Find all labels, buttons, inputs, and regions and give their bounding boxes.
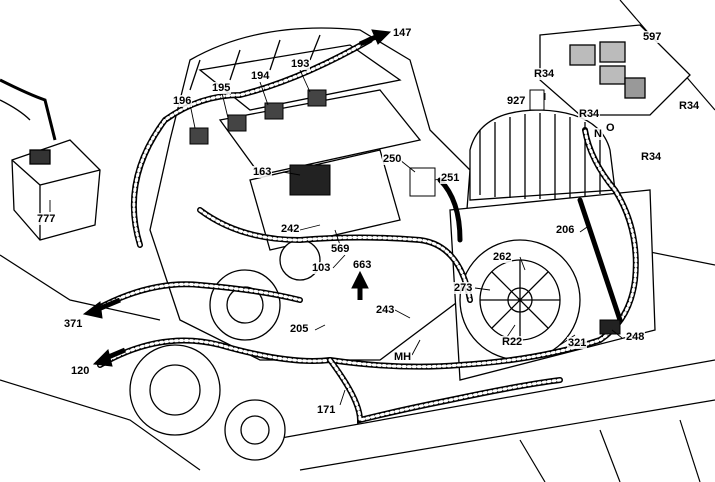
callout-206: 206 <box>555 224 576 236</box>
callout-147: 147 <box>392 27 413 39</box>
callout-193: 193 <box>290 58 311 70</box>
callout-r34-lower: R34 <box>640 151 663 163</box>
callout-120: 120 <box>70 365 91 377</box>
callout-242: 242 <box>280 223 301 235</box>
callout-o: O <box>605 122 616 134</box>
arrow-147 <box>358 29 392 47</box>
callout-273: 273 <box>453 282 474 294</box>
callout-569: 569 <box>330 243 351 255</box>
injector-connectors <box>189 89 621 335</box>
callout-927: 927 <box>506 95 527 107</box>
callout-194: 194 <box>250 70 271 82</box>
callout-195: 195 <box>211 82 232 94</box>
callout-243: 243 <box>375 304 396 316</box>
battery <box>0 78 101 241</box>
wiring-harness <box>92 37 639 424</box>
callout-r34-top: R34 <box>533 68 556 80</box>
callout-r34-right: R34 <box>678 100 701 112</box>
leader-lines <box>49 69 623 406</box>
relay-center <box>539 24 691 116</box>
air-cleaner <box>469 109 616 201</box>
callout-597: 597 <box>642 31 663 43</box>
callout-663: 663 <box>352 259 373 271</box>
callout-n: N <box>593 128 603 140</box>
callout-251: 251 <box>440 172 461 184</box>
arrow-120 <box>92 347 126 367</box>
callout-103: 103 <box>311 262 332 274</box>
callout-250: 250 <box>382 153 403 165</box>
callout-248: 248 <box>625 331 646 343</box>
callout-371: 371 <box>63 318 84 330</box>
callout-r34-middle: R34 <box>578 108 601 120</box>
callout-171: 171 <box>316 404 337 416</box>
arrow-371 <box>82 297 121 319</box>
callout-205: 205 <box>289 323 310 335</box>
arrow-663 <box>351 270 369 300</box>
callout-163: 163 <box>252 166 273 178</box>
callout-mh: MH <box>393 351 413 363</box>
callout-262: 262 <box>492 251 513 263</box>
callout-777: 777 <box>36 213 57 225</box>
callout-r22: R22 <box>501 336 524 348</box>
callout-321: 321 <box>567 337 588 349</box>
direction-arrows <box>82 29 392 367</box>
callout-196: 196 <box>172 95 193 107</box>
